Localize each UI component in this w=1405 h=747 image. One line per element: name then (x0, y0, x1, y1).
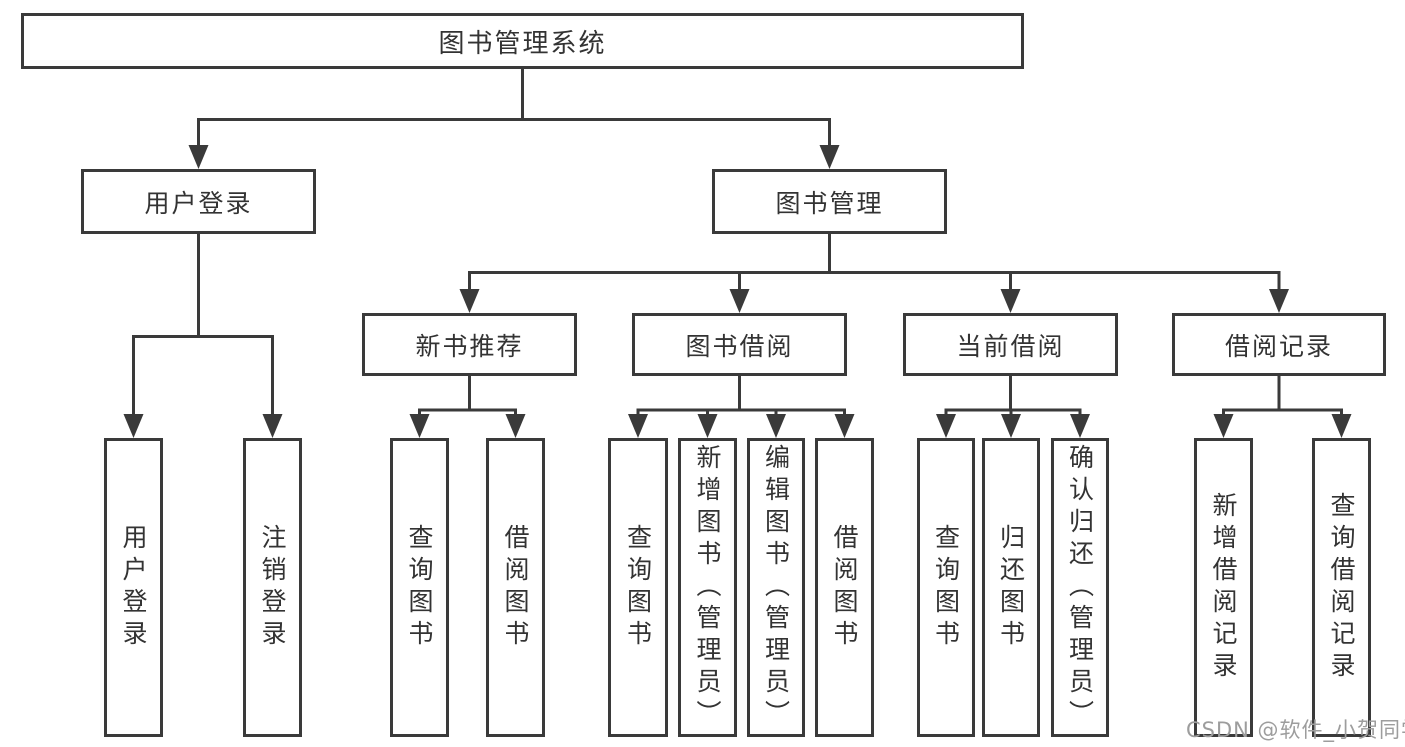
node-label: 新增借阅记录 (1209, 491, 1238, 684)
node-library-management-system: 图书管理系统 (21, 13, 1024, 69)
node-book-borrowing: 图书借阅 (632, 313, 847, 376)
node-label: 图书借阅 (685, 331, 794, 361)
connector-current-borrowing-to-leaves (936, 376, 1090, 438)
node-label: 编辑图书（管理员） (761, 443, 791, 732)
leaf-borrow-books-recommend: 借阅图书 (486, 438, 545, 737)
watermark: CSDN @软件_小贺同学 (1186, 718, 1405, 742)
node-label: 用户登录 (144, 188, 253, 218)
leaf-confirm-return-admin: 确认归还（管理员） (1051, 438, 1109, 737)
arrowhead (628, 414, 648, 438)
arrowhead (409, 414, 430, 438)
arrowhead (1213, 414, 1234, 438)
node-user-login: 用户登录 (81, 169, 316, 234)
leaf-return-books: 归还图书 (982, 438, 1040, 737)
arrowhead (123, 414, 144, 438)
node-label: 归还图书 (996, 523, 1026, 652)
leaf-edit-book-admin: 编辑图书（管理员） (747, 438, 805, 737)
node-label: 查询借阅记录 (1327, 491, 1356, 684)
connector-book-management-to-level3 (459, 234, 1289, 313)
arrowhead (1070, 414, 1090, 438)
arrowhead (729, 289, 750, 313)
arrowhead (1331, 414, 1352, 438)
arrowhead (766, 414, 786, 438)
leaf-search-borrow-record: 查询借阅记录 (1312, 438, 1371, 737)
connector-borrowing-records-to-leaves (1213, 376, 1352, 438)
node-label: 确认归还（管理员） (1065, 443, 1095, 732)
node-label: 当前借阅 (956, 331, 1065, 361)
connector-user-login-to-leaves (123, 234, 283, 438)
node-label: 注销登录 (258, 523, 287, 652)
node-label: 借阅图书 (501, 523, 530, 652)
leaf-search-books-current: 查询图书 (917, 438, 975, 737)
arrowhead (834, 414, 855, 438)
node-borrowing-records: 借阅记录 (1172, 313, 1386, 376)
connector-book-borrowing-to-leaves (628, 376, 855, 438)
node-label: 用户登录 (119, 523, 148, 652)
leaf-add-borrow-record: 新增借阅记录 (1194, 438, 1253, 737)
leaf-user-login: 用户登录 (104, 438, 163, 737)
connector-new-book-recommendation-to-leaves (409, 376, 526, 438)
node-label: 借阅记录 (1224, 331, 1333, 361)
leaf-add-book-admin: 新增图书（管理员） (678, 438, 737, 737)
node-label: 查询图书 (931, 523, 961, 652)
node-label: 查询图书 (405, 523, 434, 652)
node-book-management: 图书管理 (712, 169, 947, 234)
leaf-search-books-borrowing: 查询图书 (608, 438, 668, 737)
node-current-borrowing: 当前借阅 (903, 313, 1118, 376)
arrowhead (459, 289, 480, 313)
arrowhead (697, 414, 718, 438)
node-new-book-recommendation: 新书推荐 (362, 313, 577, 376)
leaf-logout: 注销登录 (243, 438, 302, 737)
arrowhead (188, 145, 209, 169)
leaf-borrow-books: 借阅图书 (815, 438, 874, 737)
arrowhead (505, 414, 526, 438)
connector-root-to-level2 (188, 69, 840, 169)
node-label: 借阅图书 (830, 523, 859, 652)
arrowhead (936, 414, 956, 438)
arrowhead (1001, 414, 1021, 438)
arrowhead (262, 414, 283, 438)
node-label: 查询图书 (623, 523, 653, 652)
node-label: 新增图书（管理员） (693, 443, 722, 732)
arrowhead (1269, 289, 1289, 313)
arrowhead (1000, 289, 1021, 313)
node-label: 图书管理 (775, 188, 884, 218)
arrowhead (819, 145, 840, 169)
node-label: 新书推荐 (415, 331, 524, 361)
node-label: 图书管理系统 (438, 28, 607, 59)
leaf-search-books-recommend: 查询图书 (390, 438, 449, 737)
